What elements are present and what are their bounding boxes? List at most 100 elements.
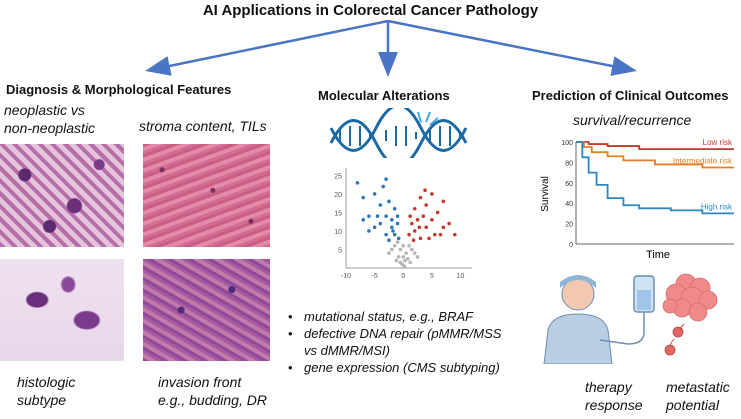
volcano-point — [401, 255, 406, 259]
volcano-point — [378, 221, 383, 226]
volcano-point — [387, 238, 391, 243]
volcano-point — [392, 243, 397, 248]
volcano-point — [423, 188, 427, 193]
page-title: AI Applications in Colorectal Cancer Pat… — [202, 2, 539, 19]
volcano-xtick-label: -10 — [341, 273, 351, 280]
migrating-cell-icon — [664, 344, 676, 356]
patient-therapy-icon — [543, 275, 655, 364]
label-survival-recurrence: survival/recurrence — [573, 112, 692, 128]
volcano-point — [421, 214, 426, 218]
arrow-to-outcomes — [387, 19, 637, 76]
volcano-ytick-label: 5 — [338, 247, 342, 254]
volcano-point — [384, 214, 388, 218]
outcomes-heading: Prediction of Clinical Outcomes — [532, 88, 729, 103]
volcano-point — [401, 243, 406, 248]
bullet-item: defective DNA repair (pMMR/MSS vs dMMR/M… — [286, 325, 516, 359]
dna-strand — [329, 119, 468, 158]
volcano-point — [404, 251, 408, 255]
volcano-point — [390, 225, 394, 230]
volcano-point — [387, 199, 391, 204]
diagnosis-heading: Diagnosis & Morphological Features — [6, 82, 232, 97]
arrow-to-diagnosis — [145, 19, 389, 76]
volcano-point — [430, 218, 434, 222]
volcano-point — [395, 214, 400, 218]
volcano-point — [424, 203, 428, 207]
volcano-point — [398, 247, 403, 252]
km-series-label: High risk — [701, 202, 733, 211]
patient-body-icon — [543, 313, 613, 364]
dna-helix-icon — [329, 108, 468, 158]
volcano-point — [372, 192, 377, 196]
volcano-point — [395, 221, 400, 226]
km-xlabel: Time — [646, 249, 670, 261]
km-ytick-label: 80 — [565, 160, 573, 167]
volcano-point — [424, 225, 428, 230]
volcano-point — [367, 229, 371, 233]
km-ytick-label: 100 — [561, 140, 573, 147]
label-stroma: stroma content, TILs — [139, 118, 267, 134]
volcano-point — [435, 210, 440, 215]
migrating-cell-icon — [672, 326, 684, 338]
volcano-point — [372, 225, 377, 230]
histology-stroma-image — [143, 144, 270, 247]
volcano-point — [418, 195, 423, 200]
bullet-item: mutational status, e.g., BRAF — [286, 308, 516, 325]
volcano-point — [402, 264, 407, 268]
km-ytick-label: 60 — [565, 181, 573, 188]
volcano-ytick-label: 10 — [334, 229, 342, 236]
volcano-point — [412, 206, 417, 211]
volcano-xtick-label: 0 — [401, 273, 405, 280]
bullet-item: gene expression (CMS subtyping) — [286, 359, 516, 376]
volcano-point — [392, 206, 397, 211]
volcano-point — [392, 232, 397, 237]
volcano-point — [411, 238, 416, 243]
km-series-label: Intermediate risk — [673, 157, 733, 166]
label-therapy-response: therapy response — [585, 379, 643, 413]
volcano-point — [398, 260, 403, 265]
volcano-point — [384, 232, 388, 237]
volcano-point — [447, 221, 451, 226]
km-series-line — [576, 141, 734, 151]
dna-strand — [329, 108, 468, 152]
volcano-point — [375, 214, 380, 218]
volcano-point — [441, 225, 446, 230]
volcano-point — [396, 255, 401, 259]
volcano-point — [403, 258, 407, 263]
label-invasion-front: invasion front e.g., budding, DR — [158, 374, 267, 408]
volcano-point — [417, 225, 422, 230]
volcano-point — [361, 218, 365, 222]
volcano-point — [453, 232, 457, 237]
volcano-ytick-label: 25 — [334, 173, 342, 180]
volcano-point — [367, 214, 371, 218]
molecular-bullet-list: mutational status, e.g., BRAF defective … — [286, 308, 516, 376]
km-ytick-label: 20 — [565, 222, 573, 229]
volcano-point — [381, 184, 386, 189]
volcano-point — [396, 236, 401, 241]
label-neoplastic: neoplastic vs non-neoplastic — [4, 102, 96, 136]
histology-invasion-image — [143, 259, 270, 361]
volcano-point — [410, 221, 414, 226]
patient-cap-icon — [560, 275, 596, 288]
volcano-point — [391, 229, 395, 233]
volcano-ytick-label: 20 — [334, 192, 342, 199]
volcano-point — [412, 229, 417, 233]
volcano-ytick-label: 15 — [334, 210, 342, 217]
volcano-point — [390, 247, 394, 252]
volcano-point — [384, 177, 388, 181]
km-series-line — [576, 141, 734, 169]
km-series-label: Low risk — [703, 138, 733, 147]
volcano-xtick-label: 10 — [457, 273, 465, 280]
volcano-point — [410, 247, 414, 252]
volcano-point — [407, 243, 411, 248]
volcano-point — [430, 192, 434, 196]
branch-arrows — [145, 19, 637, 77]
km-series-line — [576, 141, 734, 215]
volcano-point — [406, 256, 410, 261]
volcano-point — [441, 199, 446, 204]
km-ytick-label: 0 — [569, 242, 573, 249]
volcano-xtick-label: -5 — [372, 273, 378, 280]
volcano-point — [387, 251, 391, 255]
volcano-point — [407, 232, 411, 237]
histology-neoplastic-image — [0, 144, 124, 247]
